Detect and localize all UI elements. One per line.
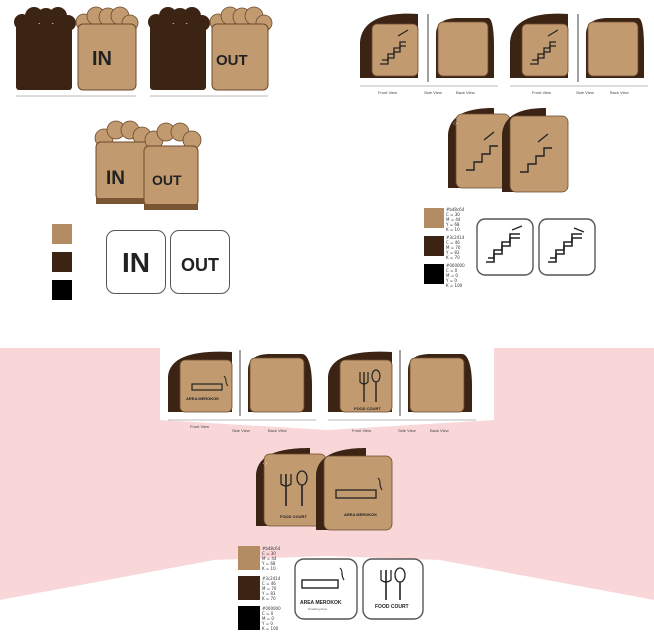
stairs-back-caption-1: Back View xyxy=(456,90,475,95)
smoking-label-3d: AREA MEROKOK xyxy=(344,512,378,517)
smoking-area-pictogram xyxy=(294,558,358,620)
swatch-dark-brown xyxy=(52,252,72,272)
food-smoking-3d-view: ⁘ xyxy=(256,448,393,531)
fs-swatch-dark xyxy=(238,576,260,600)
fs-front-caption-2: Front View xyxy=(352,428,372,433)
food-pictogram-label: FOOD COURT xyxy=(375,604,409,610)
stairs-side-caption-1: Side View xyxy=(424,90,442,95)
stairs-up-pictogram xyxy=(476,218,534,276)
out-pictogram: OUT xyxy=(170,230,230,294)
fs-swatch-light-label: #b48c64 C = 30 M = 44 Y = 68 K = 10 xyxy=(262,546,281,571)
stairs-down-pictogram xyxy=(538,218,596,276)
out-label-3d: OUT xyxy=(152,172,182,188)
fs-swatch-light xyxy=(238,546,260,570)
out-label-flat: OUT xyxy=(216,52,248,69)
in-label-flat: IN xyxy=(92,48,112,70)
in-pictogram: IN xyxy=(106,230,166,294)
stairs-swatch-black xyxy=(424,264,444,284)
stairs-swatch-black-label: #000000 C = 0 M = 0 Y = 0 K = 100 xyxy=(446,263,465,288)
food-smoking-flat-views: ✽ xyxy=(167,350,476,421)
svg-text:⁘: ⁘ xyxy=(452,121,458,128)
stairs-swatch-dark xyxy=(424,236,444,256)
fs-back-caption-1: Back View xyxy=(268,428,287,433)
food-label-3d: FOOD COURT xyxy=(280,514,307,519)
smoking-label-flat: AREA MEROKOK xyxy=(186,396,220,401)
stairs-front-caption-1: Front View xyxy=(378,90,398,95)
stairs-3d-view: ⁘ xyxy=(448,108,569,193)
stairs-front-caption-2: Front View xyxy=(532,90,552,95)
smoking-pictogram-sublabel: Smoking Area xyxy=(308,607,327,611)
svg-text:⁘: ⁘ xyxy=(262,461,268,468)
stairs-swatch-light-label: #b48c64 C = 30 M = 44 Y = 68 K = 10 xyxy=(446,207,465,232)
in-out-3d-view xyxy=(94,120,202,210)
fs-back-caption-2: Back View xyxy=(430,428,449,433)
stairs-back-caption-2: Back View xyxy=(610,90,629,95)
fs-swatch-black xyxy=(238,606,260,630)
fs-side-caption-1: Side View xyxy=(232,428,250,433)
food-label-flat: FOOD COURT xyxy=(354,406,381,411)
fs-swatch-black-label: #000000 C = 0 M = 0 Y = 0 K = 100 xyxy=(262,606,281,631)
in-label-3d: IN xyxy=(106,168,125,189)
food-court-pictogram xyxy=(362,558,424,620)
smoking-pictogram-label: AREA MEROKOK xyxy=(300,600,342,606)
swatch-light-brown xyxy=(52,224,72,244)
stairs-swatch-light xyxy=(424,208,444,228)
stairs-side-caption-2: Side View xyxy=(576,90,594,95)
fs-side-caption-2: Side View xyxy=(398,428,416,433)
fs-swatch-dark-label: #3c2414 C = 46 M = 70 Y = 83 K = 70 xyxy=(262,576,281,601)
stairs-flat-views: ✽ xyxy=(359,12,648,87)
stairs-swatch-dark-label: #3c2414 C = 46 M = 70 Y = 83 K = 70 xyxy=(446,235,465,260)
fs-front-caption-1: Front View xyxy=(190,424,210,429)
in-out-flat-views xyxy=(14,6,273,97)
swatch-black xyxy=(52,280,72,300)
